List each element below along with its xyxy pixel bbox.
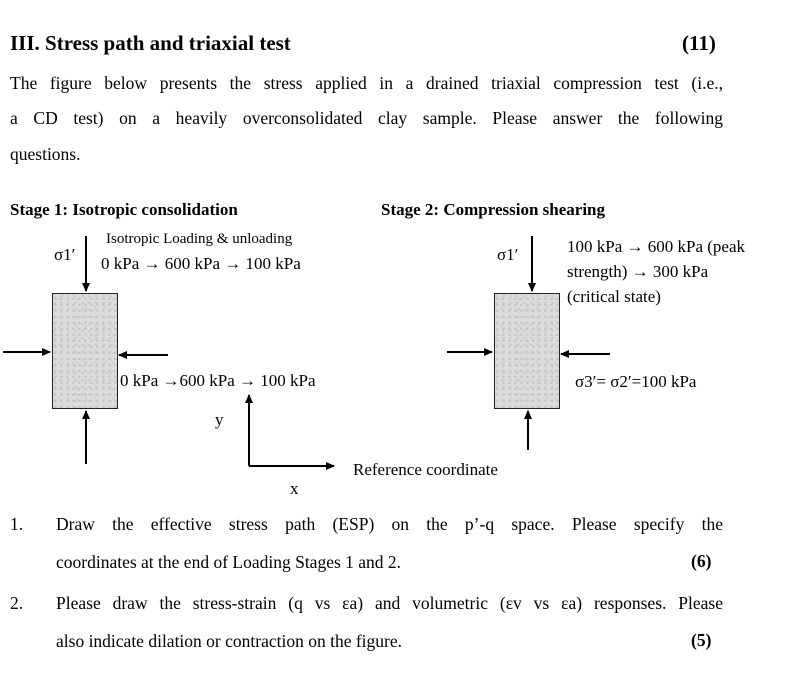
intro-line-3: questions. — [10, 144, 81, 164]
stage2-lateral-label: σ3′= σ2′=100 kPa — [575, 372, 697, 391]
question-2-line-2: also indicate dilation or contraction on… — [56, 631, 403, 651]
question-2-points: (5) — [691, 630, 712, 650]
question-2-line-1: Please draw the stress-strain (q vs εa) … — [56, 593, 723, 613]
stage2-axial-line-2: strength) → 300 kPa — [567, 262, 709, 281]
reference-x-label: x — [290, 479, 299, 498]
stage2-title: Stage 2: Compression shearing — [381, 200, 605, 219]
reference-y-label: y — [215, 410, 224, 429]
stage1-lateral-path: 0 kPa →600 kPa → 100 kPa — [120, 371, 316, 390]
section-points: (11) — [682, 31, 716, 55]
intro-line-2: a CD test) on a heavily overconsolidated… — [10, 108, 723, 128]
question-1-line-2: coordinates at the end of Loading Stages… — [56, 552, 402, 572]
stage2-soil-sample — [494, 293, 560, 409]
stage2-axial-line-3: (critical state) — [567, 287, 661, 306]
question-1-number: 1. — [10, 514, 24, 534]
question-2-number: 2. — [10, 593, 24, 613]
question-1-points: (6) — [691, 551, 712, 571]
stage2-axial-line-1: 100 kPa → 600 kPa (peak — [567, 237, 746, 256]
question-1-line-1: Draw the effective stress path (ESP) on … — [56, 514, 723, 534]
section-title: III. Stress path and triaxial test — [10, 31, 291, 55]
stage1-axial-path: 0 kPa → 600 kPa → 100 kPa — [101, 254, 301, 273]
intro-line-1: The figure below presents the stress app… — [10, 73, 723, 93]
stage1-sigma1-label: σ1′ — [54, 245, 76, 264]
reference-caption: Reference coordinate — [353, 460, 498, 479]
stage1-soil-sample — [52, 293, 118, 409]
stage1-loading-caption: Isotropic Loading & unloading — [106, 231, 293, 247]
stage1-title: Stage 1: Isotropic consolidation — [10, 200, 238, 219]
stage2-sigma1-label: σ1′ — [497, 245, 519, 264]
